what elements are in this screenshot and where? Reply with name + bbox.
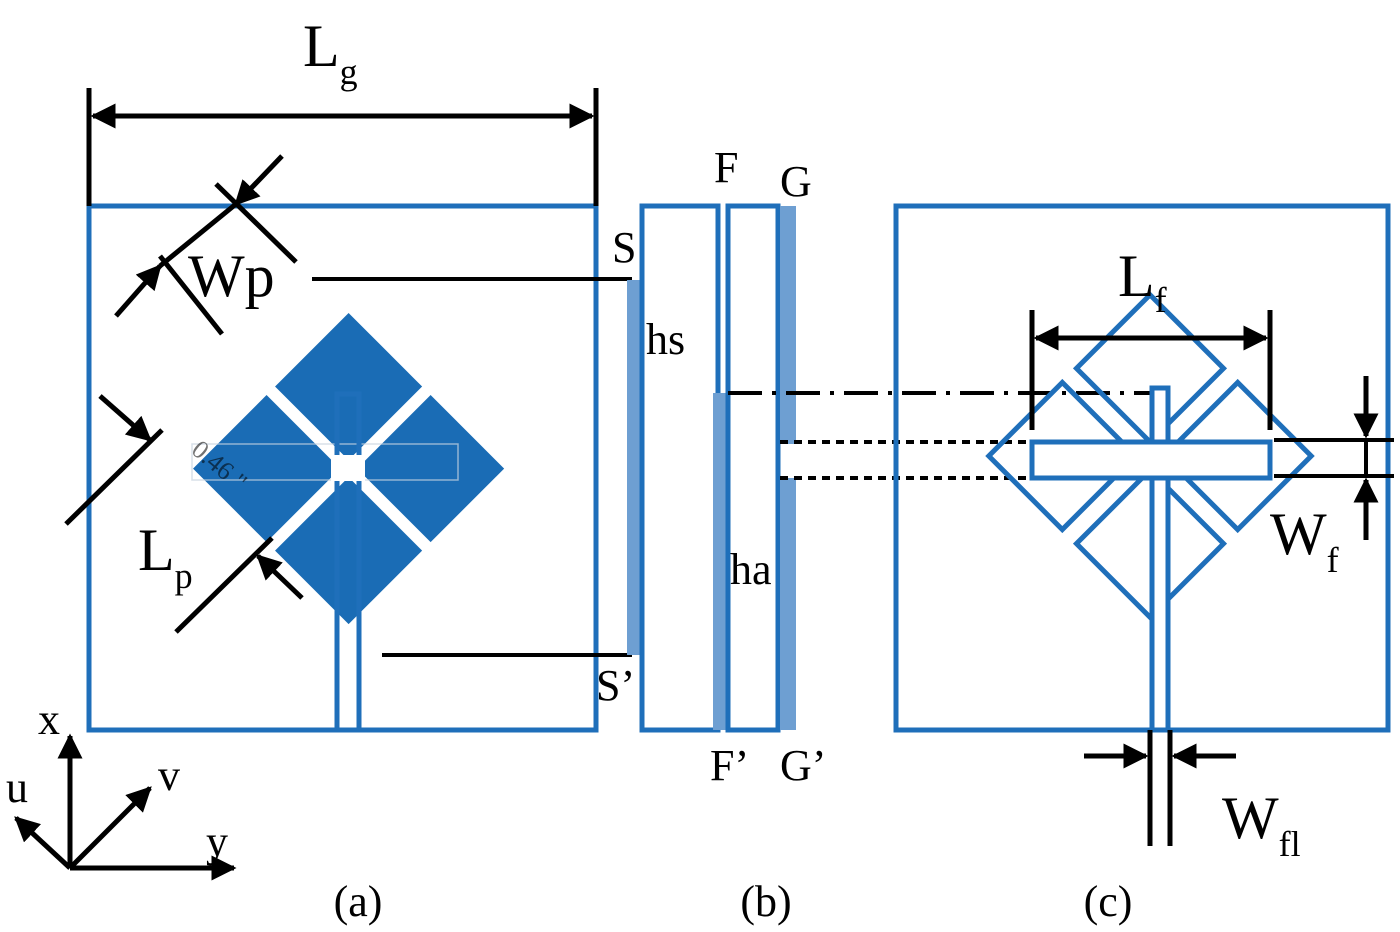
label-g-prime: G’	[780, 741, 826, 790]
label-f-prime: F’	[710, 741, 749, 790]
label-g: G	[780, 157, 812, 206]
substrate-layer-2	[725, 203, 781, 733]
caption-b: (b)	[740, 877, 791, 926]
wfl-label: Wfl	[1222, 785, 1301, 864]
wp-baseline	[158, 202, 238, 268]
patch-left	[275, 477, 423, 625]
patch-outline-left	[1072, 466, 1228, 621]
label-s-prime: S’	[596, 661, 635, 710]
patch-outline-bottom	[1160, 378, 1315, 534]
feed-line-c	[1149, 385, 1171, 733]
feed-line-a	[334, 391, 362, 733]
x-axis-label: x	[38, 695, 60, 744]
lp-arrow-upper	[98, 394, 152, 442]
caption-c: (c)	[1084, 877, 1133, 926]
lg-label: Lg	[303, 13, 358, 92]
label-hs: hs	[646, 315, 685, 364]
superstrate-strip	[627, 280, 642, 655]
label-s: S	[612, 223, 636, 272]
lp-arrow-lower	[256, 554, 304, 600]
faint-ruler-box	[191, 443, 459, 481]
feed-cross-tab	[331, 455, 365, 481]
wp-arrow-upper	[234, 154, 284, 206]
y-axis-label: y	[206, 817, 228, 866]
wp-label: Wp	[188, 243, 275, 309]
lp-extension-lower	[174, 536, 274, 634]
lp-label: Lp	[138, 517, 193, 596]
v-axis-label: v	[158, 751, 180, 800]
label-f: F	[714, 143, 738, 192]
ground-strip-upper	[780, 206, 796, 444]
lp-extension-upper	[64, 428, 164, 526]
panel-c: Lf Wf Wfl (c)	[893, 203, 1394, 926]
ground-plane-outline-c	[893, 203, 1391, 733]
wp-extension-outer	[158, 254, 224, 336]
ground-strip-lower	[780, 478, 796, 730]
panel-b: S S’ F F’ G G’ hs ha (b)	[596, 143, 1162, 926]
label-ha: ha	[730, 545, 772, 594]
lf-label: Lf	[1118, 243, 1167, 320]
panel-a: 0.46 " Lg Wp Lp	[6, 13, 632, 926]
wp-arrow-lower	[114, 264, 162, 318]
feed-crossbar	[1029, 439, 1273, 481]
wf-label: Wf	[1270, 501, 1339, 580]
caption-a: (a)	[334, 877, 383, 926]
v-axis-arrow	[68, 786, 152, 870]
patch-outline-top	[985, 378, 1140, 534]
wp-extension-inner	[214, 182, 298, 264]
substrate-layer-1	[639, 203, 721, 733]
u-axis-label: u	[6, 763, 28, 812]
patch-right	[275, 313, 423, 461]
coordinate-axes: x y u v	[6, 695, 237, 881]
feed-strip	[713, 393, 728, 730]
u-axis-arrow	[14, 816, 72, 870]
